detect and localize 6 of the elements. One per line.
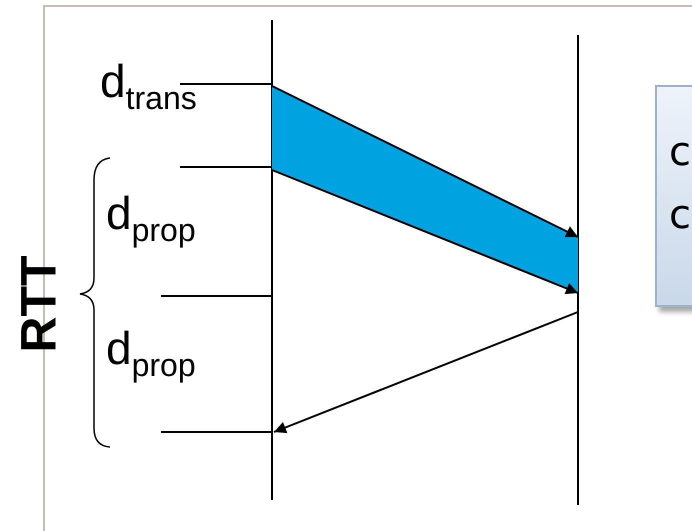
rtt-label: RTT: [10, 255, 68, 353]
delay-label: d$_{trans}$: [100, 58, 197, 114]
note-text: c: [669, 195, 691, 235]
delay-label: d$_{prop}$: [106, 325, 196, 381]
delay-label: d$_{prop}$: [106, 190, 196, 246]
note-text: c: [669, 132, 691, 172]
